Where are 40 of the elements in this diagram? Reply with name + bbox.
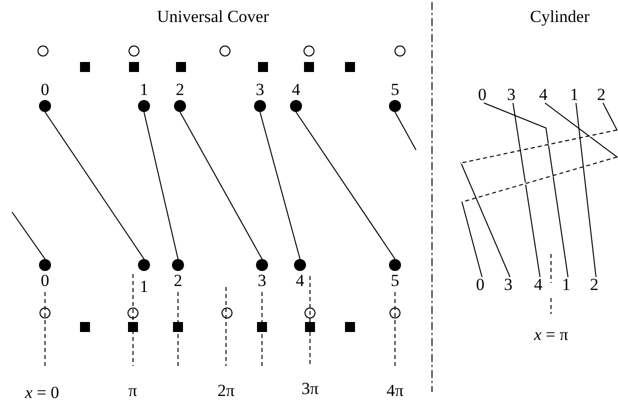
point-label: 1 (138, 279, 150, 295)
connecting-line (394, 112, 416, 150)
strand-label: 0 (478, 87, 486, 103)
strand-label: 4 (534, 277, 542, 293)
point-label: 2 (172, 273, 184, 289)
point-label: 5 (390, 82, 400, 98)
point-label: 1 (138, 82, 150, 98)
panel-title: Universal Cover (157, 8, 269, 26)
strand-label: 1 (570, 87, 578, 103)
point-label: 0 (40, 82, 50, 98)
point-label: 0 (40, 273, 50, 289)
connecting-line (180, 112, 262, 260)
connecting-line (12, 212, 46, 260)
point-label: 3 (256, 273, 268, 289)
strand-label: 4 (539, 87, 548, 103)
axis-label: π (128, 382, 138, 400)
axis-label: 4π (386, 382, 404, 400)
strand-label: 1 (562, 277, 570, 293)
strand-label: 2 (590, 277, 598, 293)
strand-label: 3 (507, 87, 516, 103)
connecting-line (44, 112, 144, 260)
panel-title: Cylinder (530, 8, 590, 26)
axis-label: 3π (302, 380, 319, 398)
point-label: 2 (174, 82, 186, 98)
point-label: 5 (390, 273, 400, 289)
connecting-line (512, 102, 540, 278)
point-label: 4 (290, 82, 302, 98)
axis-label: 2π (218, 382, 235, 400)
connecting-line (576, 102, 596, 278)
point-label: 4 (294, 273, 306, 289)
point-label: 3 (254, 82, 266, 98)
strand-label: 3 (504, 277, 512, 293)
connecting-line (296, 112, 396, 260)
axis-label: x = π (534, 326, 568, 344)
connecting-line (144, 112, 178, 260)
strand-label: 0 (476, 277, 484, 293)
connecting-line (484, 102, 568, 278)
connecting-line (260, 112, 300, 260)
axis-label: x = 0 (25, 384, 60, 402)
strand-label: 2 (597, 87, 606, 103)
